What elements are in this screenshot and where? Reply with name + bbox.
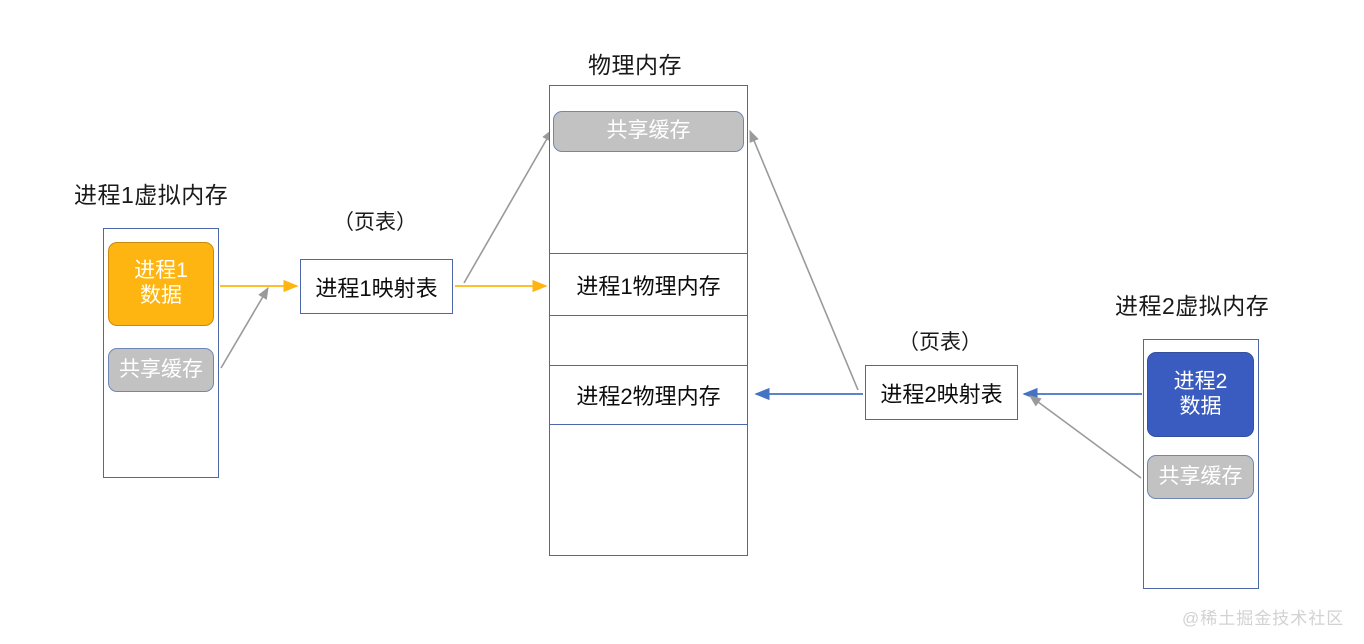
process1-page-table-label: 进程1映射表 [315, 275, 438, 301]
title-process1-virtual-memory: 进程1虚拟内存 [74, 182, 229, 208]
process2-shared-cache-label: 共享缓存 [1158, 464, 1243, 488]
process2-data-block[interactable]: 进程2 数据 [1147, 352, 1254, 437]
process2-page-table-box[interactable]: 进程2映射表 [865, 365, 1018, 420]
process2-data-line2: 数据 [1179, 394, 1222, 418]
physical-row-process2-label: 进程2物理内存 [576, 384, 721, 409]
arrow-p1cache-to-physical-cache [463, 128, 553, 284]
process1-shared-cache-block[interactable]: 共享缓存 [108, 348, 214, 392]
process1-data-line1: 进程1 [134, 259, 188, 283]
process2-data-line1: 进程2 [1173, 369, 1228, 393]
process1-shared-cache-label: 共享缓存 [119, 357, 203, 381]
physical-memory-column [549, 85, 748, 556]
title-process2-virtual-memory: 进程2虚拟内存 [1115, 293, 1270, 319]
watermark-text: @稀土掘金技术社区 [1182, 609, 1345, 628]
physical-row-process1[interactable]: 进程1物理内存 [549, 253, 748, 316]
arrow-p2cacheblock-to-joint [1028, 395, 1142, 479]
process1-data-block[interactable]: 进程1 数据 [108, 242, 214, 326]
process2-shared-cache-block[interactable]: 共享缓存 [1147, 455, 1254, 499]
process1-page-table-box[interactable]: 进程1映射表 [300, 259, 453, 314]
physical-shared-cache-label: 共享缓存 [606, 119, 691, 143]
physical-shared-cache-block[interactable]: 共享缓存 [553, 111, 744, 152]
physical-row-process1-label: 进程1物理内存 [576, 273, 721, 299]
arrow-p1cacheblock-to-joint [220, 286, 269, 369]
physical-row-process2[interactable]: 进程2物理内存 [549, 365, 748, 425]
process1-data-line2: 数据 [140, 284, 182, 307]
arrow-p2cache-to-physical-cache [749, 129, 859, 391]
pagetable-caption-process1: （页表） [333, 211, 417, 234]
process2-page-table-label: 进程2映射表 [880, 381, 1003, 407]
title-physical-memory: 物理内存 [588, 52, 682, 78]
pagetable-caption-process2: （页表） [898, 331, 982, 354]
